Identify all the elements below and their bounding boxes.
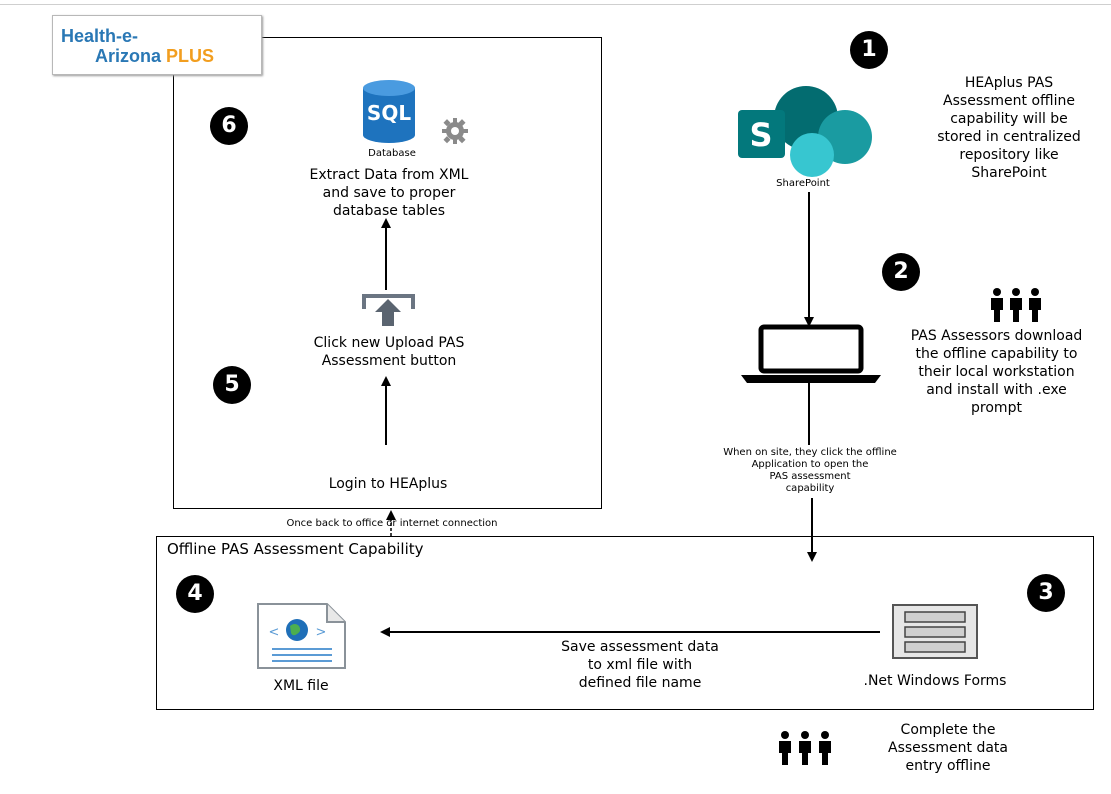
extract-data-text: Extract Data from XML and save to proper…: [309, 167, 469, 219]
step-4-badge: 4: [176, 575, 214, 613]
xml-file-label: XML file: [273, 678, 329, 694]
sharepoint-label: SharePoint: [776, 178, 830, 189]
offline-capability-box: [156, 536, 1094, 710]
offline-box-title: Offline PAS Assessment Capability: [167, 540, 424, 558]
sql-database-icon: [363, 80, 468, 144]
assessors-description: PAS Assessors download the offline capab…: [910, 328, 1083, 416]
health-e-arizona-plus-logo: Health-e- Arizona PLUS: [52, 15, 262, 75]
windows-forms-label: .Net Windows Forms: [863, 673, 1007, 689]
assessors-people-icon: [991, 288, 1041, 322]
complete-people-icon: [779, 731, 831, 765]
step-3-badge: 3: [1027, 574, 1065, 612]
save-assessment-text: Save assessment data to xml file with de…: [561, 639, 719, 691]
logo-line1: Health-e-: [61, 26, 139, 46]
onsite-note: When on site, they click the offline App…: [723, 447, 897, 494]
svg-text:S: S: [749, 116, 772, 154]
windows-forms-icon: [892, 604, 978, 659]
back-to-office-note: Once back to office or internet connecti…: [286, 518, 498, 529]
xml-file-icon: < >: [257, 603, 346, 669]
svg-text:>: >: [316, 625, 327, 640]
upload-icon: [362, 294, 415, 326]
complete-offline-text: Complete the Assessment data entry offli…: [888, 722, 1008, 774]
step-5-badge: 5: [213, 366, 251, 404]
step-6-badge: 6: [210, 107, 248, 145]
logo-line2: Arizona PLUS: [95, 46, 214, 67]
sharepoint-description: HEAplus PAS Assessment offline capabilit…: [937, 75, 1081, 181]
sql-label: SQL: [366, 101, 412, 125]
upload-button-text: Click new Upload PAS Assessment button: [313, 335, 465, 369]
logo-arizona-text: Arizona: [95, 46, 162, 66]
svg-text:<: <: [269, 625, 280, 640]
database-label: Database: [368, 148, 416, 159]
heaplus-box: [173, 37, 602, 509]
login-text: Login to HEAplus: [328, 476, 448, 492]
top-divider-line: [0, 4, 1111, 5]
sharepoint-icon: S: [738, 86, 872, 177]
step-1-badge: 1: [850, 31, 888, 69]
step-2-badge: 2: [882, 253, 920, 291]
logo-plus-text: PLUS: [166, 46, 215, 66]
laptop-icon: [741, 324, 881, 383]
